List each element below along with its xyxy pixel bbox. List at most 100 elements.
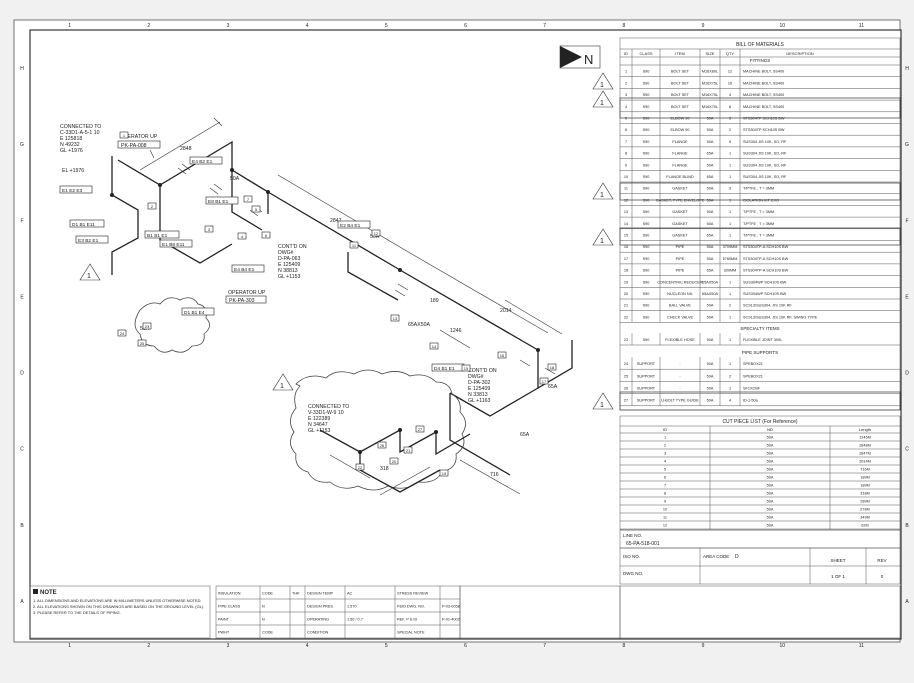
- border-column-label: 1: [68, 23, 71, 29]
- bom-cell: 65A: [707, 152, 714, 156]
- bom-cell: 50A: [707, 338, 714, 342]
- bom-cell: 7: [625, 140, 627, 144]
- size-label: 65AX50A: [408, 322, 430, 328]
- part-tag-number: 20: [392, 459, 397, 464]
- bom-cell: S90: [643, 234, 650, 238]
- part-tag-box: [349, 241, 359, 249]
- svg-text:E1 E2 E3: E1 E2 E3: [62, 188, 83, 194]
- bom-cell: 22: [624, 315, 628, 319]
- bom-cell: FLANGE: [672, 140, 688, 144]
- sheet-drawing-frame: [29, 29, 902, 640]
- part-tag-box: [390, 314, 400, 322]
- continuation-label: CONT'D ON: [468, 368, 497, 374]
- info-cell: PAINT: [218, 618, 230, 622]
- dimension-line: [277, 174, 549, 334]
- bom-cell: S90: [643, 269, 650, 273]
- bom-cell: 9: [625, 163, 627, 167]
- bom-header-cell: DESCRIPTION: [786, 51, 813, 56]
- svg-text:D-PA-063: D-PA-063: [278, 256, 301, 262]
- bom-cell: ELBOW 90: [671, 128, 690, 132]
- bom-cell: STS304TP-A SCH10S BW: [743, 269, 789, 273]
- bom-cell: 50A: [707, 222, 714, 226]
- bom-cell: 4: [729, 399, 731, 403]
- cut-list-cell: 50A: [767, 452, 774, 456]
- revision-triangle: 1: [272, 373, 294, 391]
- bom-cell: SUS304 JIS 10K, SO, RF: [743, 140, 787, 144]
- notes-block: NOTE 1. ALL DIMENSIONS AND ELEVATIONS AR…: [29, 585, 211, 639]
- bom-cell: 4: [729, 93, 731, 97]
- info-cell: N: [262, 618, 265, 622]
- bom-cell: 50A: [707, 198, 714, 202]
- svg-text:E 125818: E 125818: [60, 136, 82, 142]
- bom-cell: STS304TP SCH10S BW: [743, 128, 785, 132]
- bom-cell: 50A: [707, 117, 714, 121]
- border-row-label: A: [905, 599, 909, 605]
- border-column-label: 2: [147, 23, 150, 29]
- svg-text:C-33D1-A-5-1 10: C-33D1-A-5-1 10: [60, 130, 100, 136]
- part-tag-box: [355, 463, 365, 471]
- weld-point: [266, 190, 270, 194]
- bom-cell: 1: [729, 315, 731, 319]
- bom-cell: 1: [729, 362, 731, 366]
- part-tag-number: 24: [120, 331, 125, 336]
- bom-cell: 50A: [707, 210, 714, 214]
- bom-cell: T/PTFE , T = 3MM: [743, 210, 774, 214]
- bom-cell: 50A: [707, 374, 714, 378]
- bom-cell: SUPPORT: [637, 399, 656, 403]
- sheet-label: SHEET: [830, 558, 845, 563]
- svg-text:DWG#: DWG#: [468, 374, 484, 380]
- bom-cell: 1: [729, 280, 731, 284]
- info-cell: PWHT: [218, 631, 230, 635]
- part-tag-box: [429, 342, 439, 350]
- part-tag-box: [371, 229, 381, 237]
- border-row-label: B: [20, 523, 24, 529]
- svg-text:D4 B1 E1: D4 B1 E1: [434, 366, 455, 372]
- bom-cell: ELBOW 90: [671, 117, 690, 121]
- part-tag-number: 27: [418, 427, 423, 432]
- revision-triangle: 1: [592, 90, 614, 108]
- bom-cell: M16X80L: [702, 70, 718, 74]
- bom-cell: 4: [625, 105, 627, 109]
- bom-cell: GASKET: [672, 222, 688, 226]
- bom-cell: S90: [643, 140, 650, 144]
- part-tag-number: 18: [550, 365, 555, 370]
- bom-cell: U-BOLT TYPE GUIDE: [661, 399, 699, 403]
- svg-text:1: 1: [600, 82, 604, 89]
- info-cell: CODE: [262, 631, 273, 635]
- area-code-value: D: [735, 554, 739, 560]
- bom-cell: 1: [729, 152, 731, 156]
- size-label: 50A: [370, 234, 380, 240]
- info-cell: THK: [292, 592, 300, 596]
- info-cell: INSULATION: [218, 592, 241, 596]
- svg-text:1: 1: [280, 383, 284, 390]
- title-block: ISO NO. AREA CODE D DWG NO. SHEET REV 1 …: [619, 547, 901, 585]
- bom-cell: S90: [643, 304, 650, 308]
- border-column-label: 2: [147, 643, 150, 649]
- bom-cell: SUPPORT: [637, 362, 656, 366]
- part-tag-box: [147, 202, 157, 210]
- cut-list-cell: 4: [664, 460, 666, 464]
- bom-cell: 6: [625, 128, 627, 132]
- border-row-label: C: [905, 447, 909, 453]
- part-tag-box: [243, 195, 253, 203]
- bom-cell: 3: [729, 117, 731, 121]
- part-tag-number: 3: [208, 227, 211, 232]
- info-cell: PIPE CLASS: [218, 605, 241, 609]
- border-column-label: 11: [859, 23, 864, 29]
- pipe-run: [449, 387, 539, 417]
- rev-label: REV: [877, 558, 886, 563]
- note-item: 2. ALL ELEVATIONS SHOWN ON THIS DRAWINGS…: [33, 604, 204, 609]
- revision-triangle: 1: [592, 72, 614, 90]
- info-cell: REF. P & ID: [397, 618, 417, 622]
- pipe-run: [231, 170, 263, 231]
- bom-cell: M16X75L: [702, 81, 718, 85]
- continuation-label: CONT'D ON: [278, 244, 307, 250]
- bom-cell: FLEXIBLE HOSE: [665, 338, 695, 342]
- north-arrow: N: [559, 45, 601, 69]
- bom-cell: 16: [728, 81, 732, 85]
- bom-cell: 1: [729, 175, 731, 179]
- part-tag-box: [461, 364, 471, 372]
